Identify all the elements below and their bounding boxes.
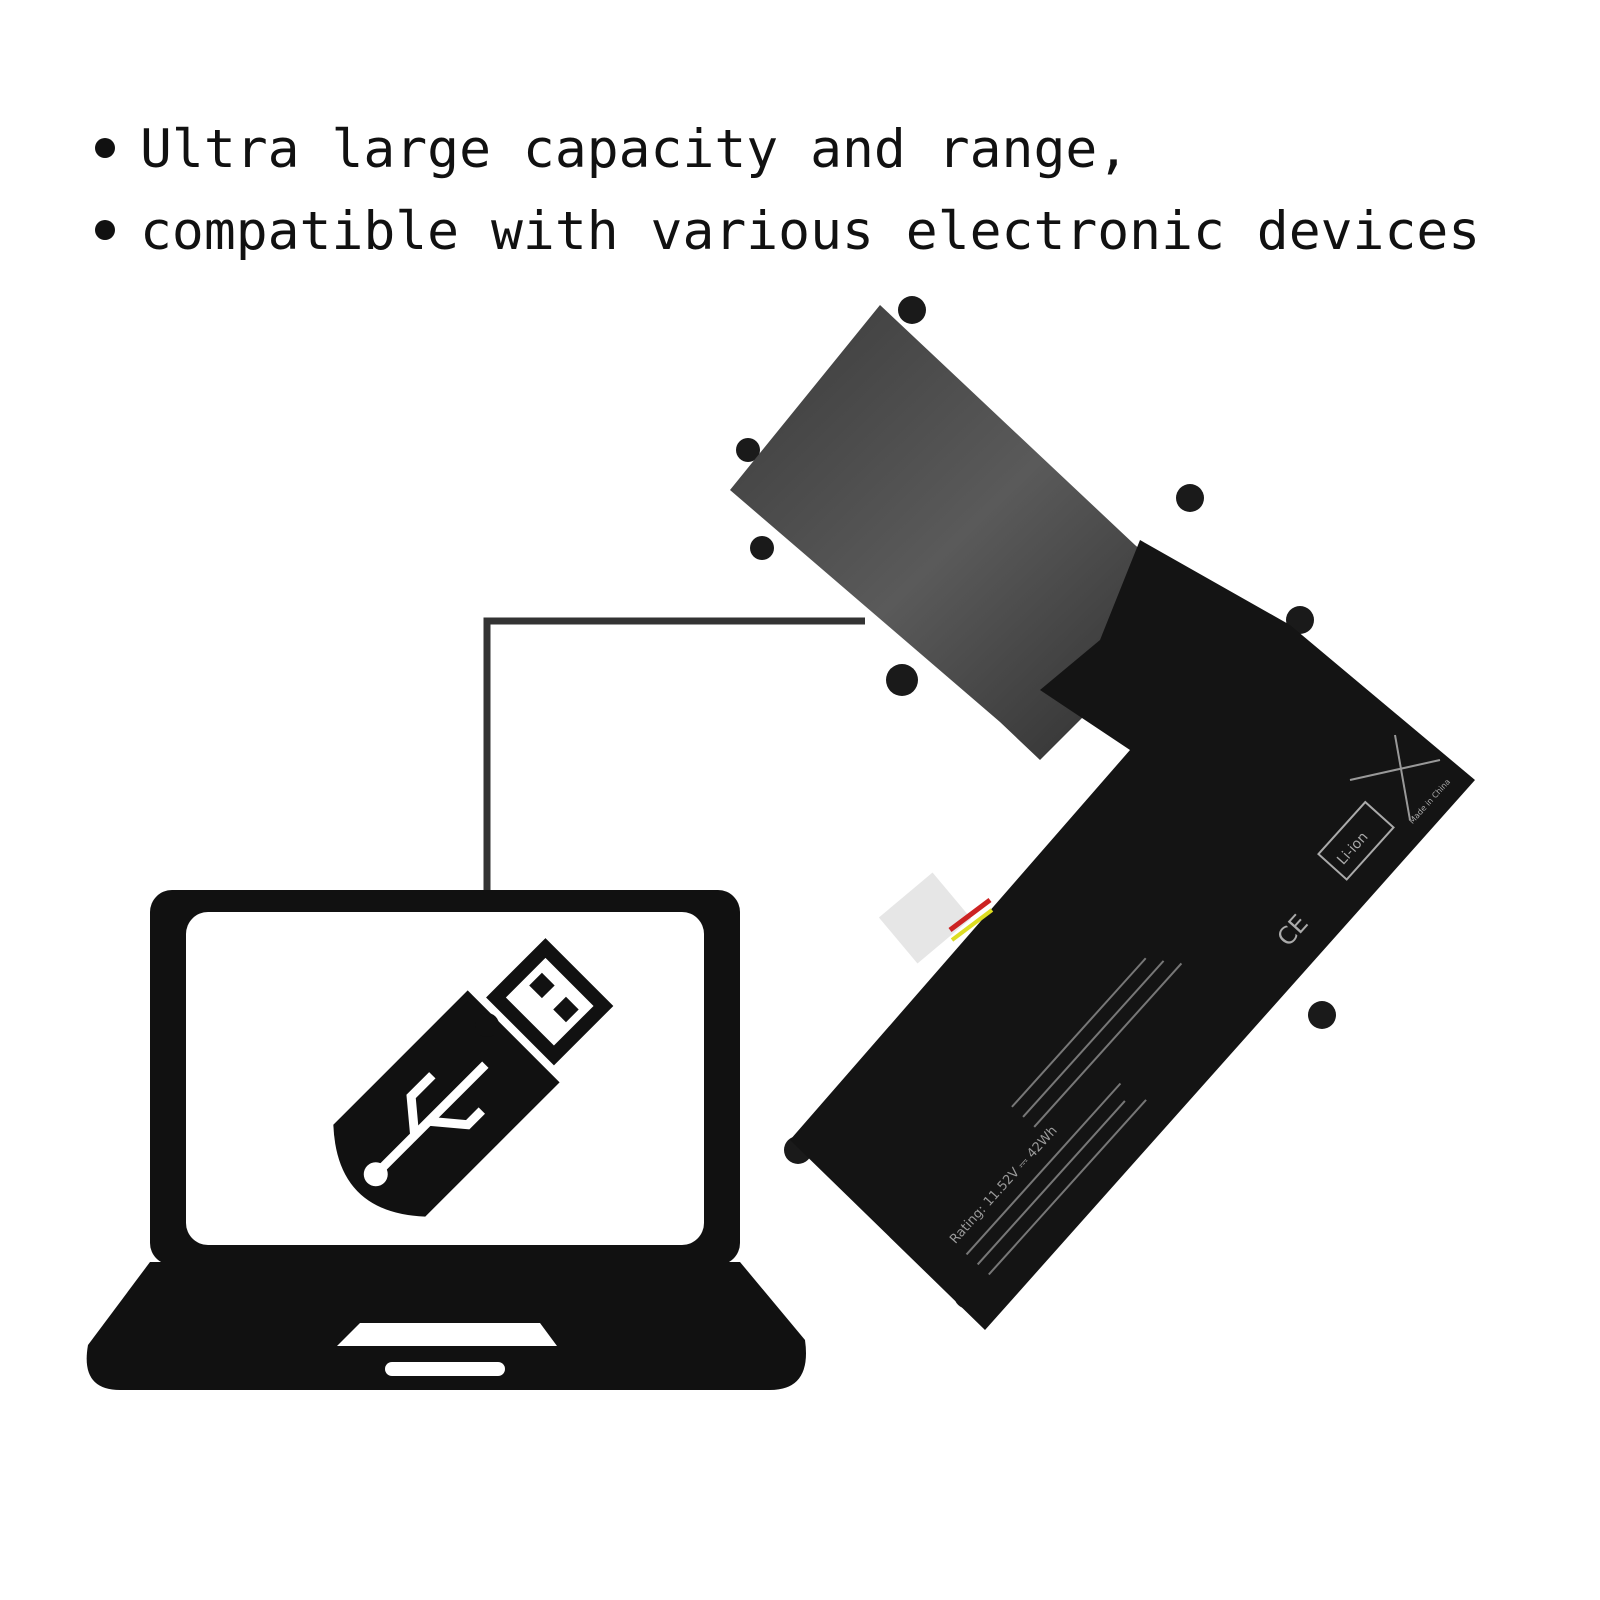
bullet-dot-icon (95, 220, 115, 241)
feature-text: compatible with various electronic devic… (140, 201, 1481, 262)
battery-connector (878, 872, 972, 964)
battery-lower-cell (790, 540, 1475, 1330)
battery-upper-cell (730, 305, 1200, 760)
bullet-dot-icon (95, 138, 115, 159)
laptop-battery: Rating: 11.52V ⎓ 42Wh CE Li-ion Made in … (730, 296, 1475, 1330)
recycle-bin-crossed-icon (1349, 734, 1441, 821)
cable-end-dot (475, 1013, 499, 1037)
usb-symbol-icon (376, 1061, 489, 1174)
feature-bullet-2: compatible with various electronic devic… (95, 202, 1480, 262)
feature-bullet-1: Ultra large capacity and range, (95, 120, 1129, 180)
usb-drive-icon (333, 938, 614, 1217)
feature-text: Ultra large capacity and range, (140, 119, 1130, 180)
